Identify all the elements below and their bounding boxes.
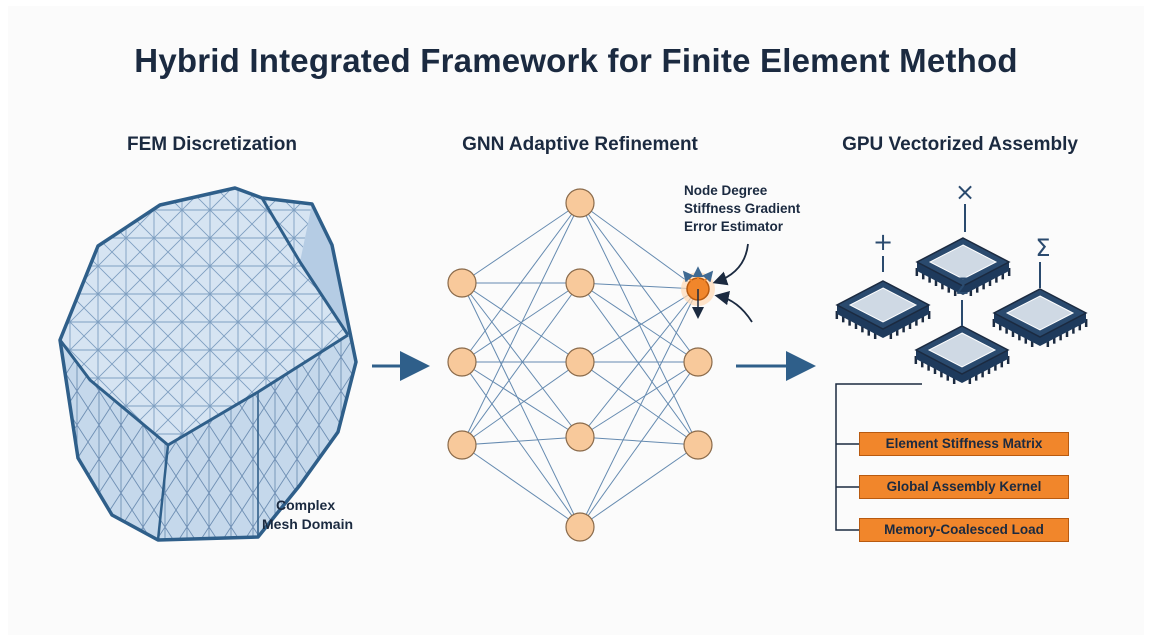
gnn-edge [579,282,699,290]
gpu-chip-icon [835,280,931,339]
gnn-edge [579,202,699,363]
feature-stiffness-gradient: Stiffness Gradient [684,201,801,216]
plus-operator-icon: + [873,228,893,256]
page-title: Hybrid Integrated Framework for Finite E… [134,42,1018,79]
mesh-domain-label: Complex Mesh Domain [262,496,382,534]
gnn-node [447,430,477,460]
gnn-feature-list: Node Degree Stiffness Gradient Error Est… [684,182,800,236]
gnn-node [565,347,595,377]
gnn-node [565,188,595,218]
gnn-node [683,347,713,377]
gnn-edge [579,361,699,528]
gnn-edge [579,288,699,438]
gnn-edge [461,361,581,438]
gnn-edge [461,361,581,528]
kernel-memory-coalesced: Memory-Coalesced Load [859,518,1069,542]
gpu-chip-cluster [835,237,1088,384]
gnn-edge [579,282,699,446]
gnn-nodes [447,188,713,542]
gnn-node [683,430,713,460]
gnn-edge [579,361,699,438]
operator-symbols: + × Σ Σ [873,178,1051,326]
gpu-chip-icon [914,325,1010,384]
gnn-edge [461,436,581,446]
mesh-domain [58,186,358,542]
gnn-edge [461,282,581,363]
gnn-node [447,268,477,298]
gnn-edge [579,202,699,446]
gnn-node [565,422,595,452]
sum-center-operator-icon: Σ [955,275,969,300]
mesh-label-line2: Mesh Domain [262,516,354,532]
times-operator-icon: × [955,178,975,206]
kernel-bracket [835,383,922,531]
feature-node-degree: Node Degree [684,183,768,198]
gnn-edge [461,202,581,363]
gnn-panel-title: GNN Adaptive Refinement [462,134,698,155]
gpu-panel-title: GPU Vectorized Assembly [842,134,1078,155]
gnn-edge [579,361,699,446]
gnn-edge [579,436,699,446]
gnn-edge [579,288,699,363]
gnn-node [565,268,595,298]
gpu-chip-icon [992,288,1088,347]
gnn-edge [461,282,581,528]
gnn-edge [579,288,699,528]
gnn-edge [461,361,581,446]
gnn-edge [461,202,581,446]
feature-error-estimator: Error Estimator [684,219,784,234]
gnn-edge [461,282,581,446]
refined-node [681,266,715,319]
gnn-edge [461,282,581,438]
gnn-edges [461,202,699,528]
gpu-chip-icon [915,237,1011,296]
gnn-edge [461,444,581,528]
gnn-edge [461,202,581,284]
gnn-node [447,347,477,377]
gnn-edge [579,444,699,528]
gnn-edge [579,282,699,363]
gnn-node [565,512,595,542]
fem-panel-title: FEM Discretization [127,134,297,155]
feature-arrow-upper [712,243,749,286]
mesh-label-line1: Complex [276,497,336,513]
gnn-edge [579,202,699,290]
sum-operator-icon: Σ [1035,234,1050,262]
kernel-element-stiffness: Element Stiffness Matrix [859,432,1069,456]
feature-arrow-lower [714,291,753,323]
kernel-global-assembly: Global Assembly Kernel [859,475,1069,499]
